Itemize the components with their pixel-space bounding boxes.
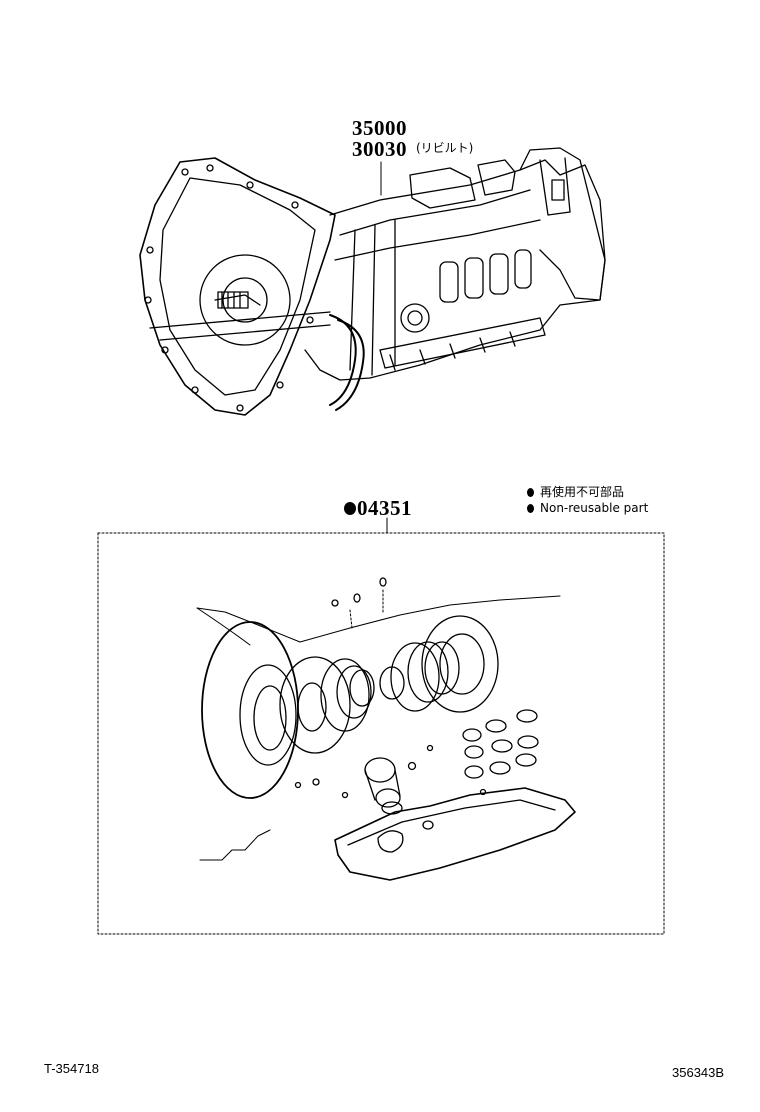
kit-boundary-box [97, 532, 665, 935]
legend-item-japanese: 再使用不可部品 [527, 484, 648, 500]
illustration-code-left: T-354718 [44, 1061, 99, 1076]
illustration-code-right: 356343B [672, 1065, 725, 1080]
legend: 再使用不可部品 Non-reusable part [527, 484, 648, 516]
overhaul-kit-illustration [196, 577, 576, 881]
transmission-assembly-illustration [139, 147, 606, 416]
non-reusable-marker-icon [344, 502, 356, 515]
rebuilt-note: (リビルト) [416, 141, 474, 155]
overhaul-kit-part-number: 04351 [357, 496, 412, 520]
bullet-icon [527, 504, 534, 513]
overhaul-kit-callout: 04351 [344, 496, 412, 521]
legend-item-english: Non-reusable part [527, 500, 648, 516]
transmission-part-number-rebuilt: 30030 [352, 137, 407, 161]
bullet-icon [527, 488, 534, 497]
transmission-part-number-primary: 35000 [352, 116, 407, 140]
